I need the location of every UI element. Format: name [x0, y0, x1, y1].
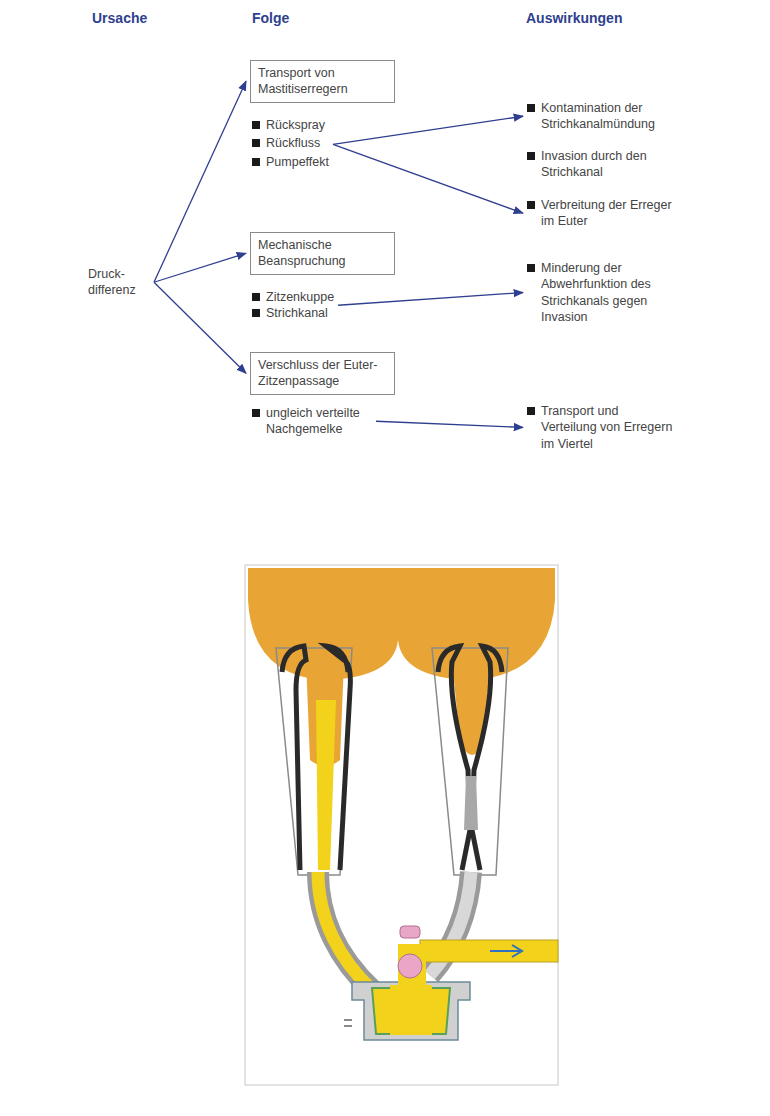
arrow-connector: [333, 144, 523, 213]
bullet-list: Minderung der Abwehrfunktion des Strichk…: [527, 260, 677, 325]
claw-valve: [398, 954, 422, 978]
node-text: ungleich verteilte Nachgemelke: [252, 405, 372, 438]
node-text: Transport von Mastitiserregern: [258, 65, 387, 98]
bullet-list: Verbreitung der Erreger im Euter: [527, 197, 677, 230]
consequence-box: Mechanische Beanspruchung: [250, 232, 395, 275]
column-heading: Ursache: [92, 10, 147, 26]
arrow-connector: [154, 253, 246, 282]
node-text: Strichkanal: [252, 305, 334, 321]
milk-flow-left: [316, 700, 336, 870]
node-text: Pumpeffekt: [252, 154, 329, 170]
udder: [248, 568, 555, 680]
valve-knob: [400, 926, 420, 938]
consequence-box: Verschluss der Euter- Zitzenpassage: [250, 352, 395, 395]
node-text: Mechanische Beanspruchung: [258, 237, 387, 270]
liner-left-b: [326, 646, 350, 870]
node-text: Druck- differenz: [88, 266, 150, 299]
column-heading: Folge: [252, 10, 289, 26]
node-text: Rückspray: [252, 117, 329, 133]
long-milk-tube: [420, 940, 558, 962]
arrow-connector: [338, 293, 523, 306]
bullet-list: ungleich verteilte Nachgemelke: [252, 405, 372, 438]
cause-label: Druck- differenz: [88, 266, 150, 299]
node-text: Transport und Verteilung von Erregern im…: [527, 403, 677, 452]
flow-arrow: [490, 945, 522, 957]
node-text: Zitzenkuppe: [252, 289, 334, 305]
claw-nipple: [344, 1020, 352, 1026]
node-text: Verbreitung der Erreger im Euter: [527, 197, 677, 230]
node-text: Invasion durch den Strichkanal: [527, 148, 667, 181]
node-text: Rückfluss: [252, 135, 329, 151]
short-milk-tube-left: [318, 872, 372, 990]
teat-right: [452, 660, 490, 755]
liner-right-b: [472, 646, 502, 870]
consequence-box: Transport von Mastitiserregern: [250, 60, 395, 103]
bullet-list: Kontamination der Strichkanalmündung: [527, 100, 687, 133]
bullet-list: Invasion durch den Strichkanal: [527, 148, 667, 181]
claw-center: [390, 985, 432, 1035]
arrow-connector: [154, 81, 246, 282]
arrow-connector: [333, 116, 523, 144]
node-text: Minderung der Abwehrfunktion des Strichk…: [527, 260, 677, 325]
illustration-frame: [245, 565, 558, 1085]
arrow-connector: [154, 282, 246, 373]
bullet-list: Transport und Verteilung von Erregern im…: [527, 403, 677, 452]
liner-right-a: [438, 646, 470, 870]
column-heading: Auswirkungen: [526, 10, 622, 26]
node-text: Kontamination der Strichkanalmündung: [527, 100, 687, 133]
node-text: Verschluss der Euter- Zitzenpassage: [258, 357, 387, 390]
bullet-list: ZitzenkuppeStrichkanal: [252, 289, 334, 322]
collapsed-liner: [464, 776, 478, 830]
arrow-connector: [376, 421, 523, 427]
bullet-list: RücksprayRückflussPumpeffekt: [252, 117, 329, 172]
milk-in-tube-left: [318, 872, 372, 990]
claw-body: [352, 982, 470, 1040]
liner-left-a: [282, 646, 306, 870]
claw-outlet: [398, 944, 426, 988]
